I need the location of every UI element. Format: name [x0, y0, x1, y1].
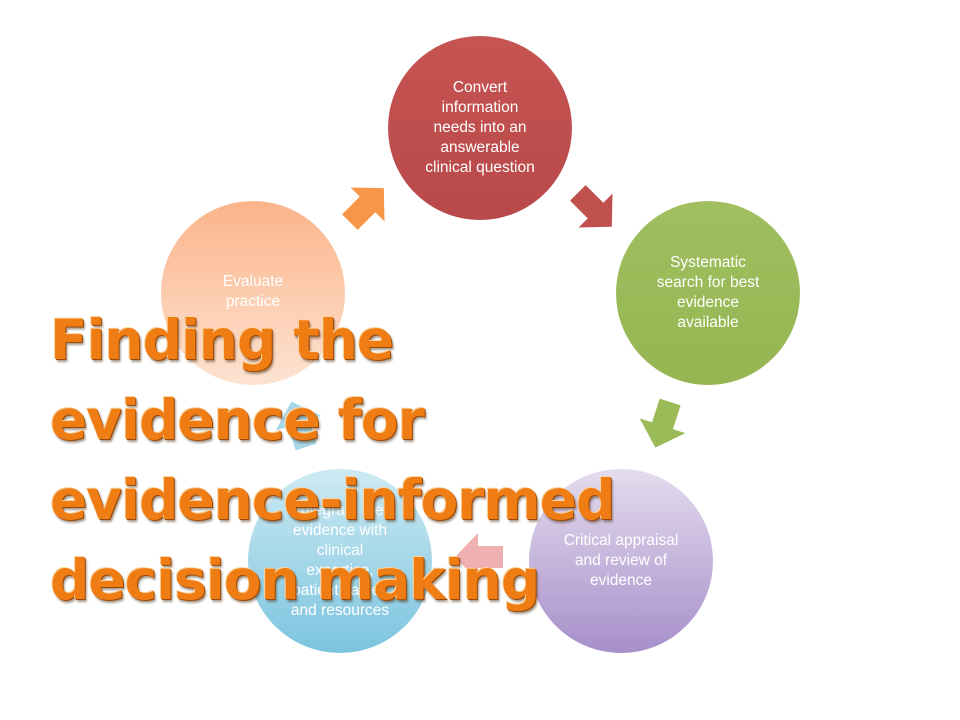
step-circle-integrate	[248, 469, 432, 653]
step-label-evaluate: Evaluate practice	[222, 273, 284, 310]
arrow-evaluate-to-convert	[342, 187, 385, 230]
step-label-search: Systematic search for best evidence avai…	[656, 254, 760, 331]
arrow-integrate-to-evaluate	[275, 401, 322, 451]
step-label-appraise: Critical appraisal and review of evidenc…	[563, 532, 679, 589]
step-circle-appraise	[529, 469, 713, 653]
arrow-search-to-appraise	[639, 398, 686, 448]
slide-title: Finding the evidence for evidence-inform…	[50, 308, 615, 612]
step-circle-search	[616, 201, 800, 385]
step-label-integrate: Integrate the evidence with clinical exp…	[290, 502, 390, 619]
arrow-appraise-to-integrate	[455, 533, 503, 581]
step-label-convert: Convert information needs into an answer…	[425, 79, 535, 176]
arrow-convert-to-search	[570, 185, 613, 228]
step-circle-evaluate	[161, 201, 345, 385]
step-circle-convert	[388, 36, 572, 220]
